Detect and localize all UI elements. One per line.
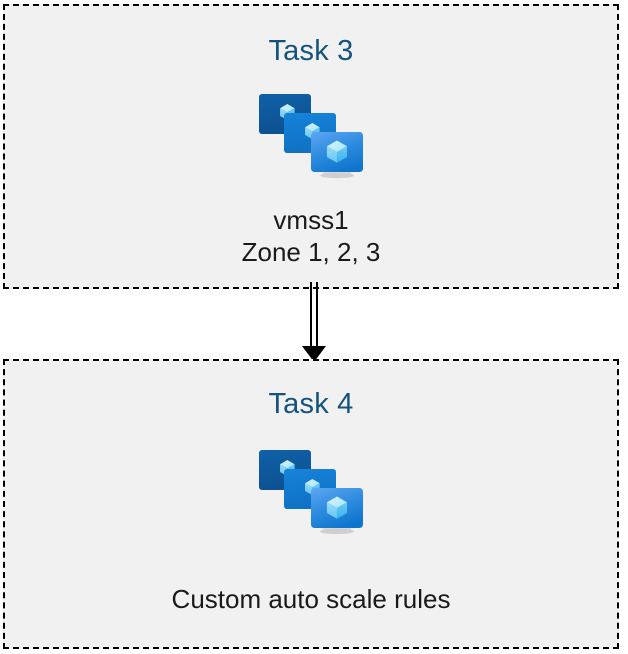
task3-caption-line-1: vmss1 [273,205,349,235]
task-node-task3[interactable]: Task 3 [3,4,619,289]
task4-icon-wrap [256,447,366,537]
task4-caption: Custom auto scale rules [172,584,451,616]
azure-vm-scale-set-icon [256,447,366,537]
task3-title: Task 3 [268,35,354,67]
task4-caption-line-1: Custom auto scale rules [171,584,451,614]
task3-caption: vmss1 Zone 1, 2, 3 [242,205,381,268]
azure-vm-scale-set-icon [256,91,366,181]
task4-title: Task 4 [268,388,354,420]
task3-icon-wrap [256,91,366,181]
task-node-task4[interactable]: Task 4 [3,359,619,649]
task3-caption-line-2: Zone 1, 2, 3 [241,236,381,267]
connector-arrow-task3-to-task4 [302,282,326,362]
